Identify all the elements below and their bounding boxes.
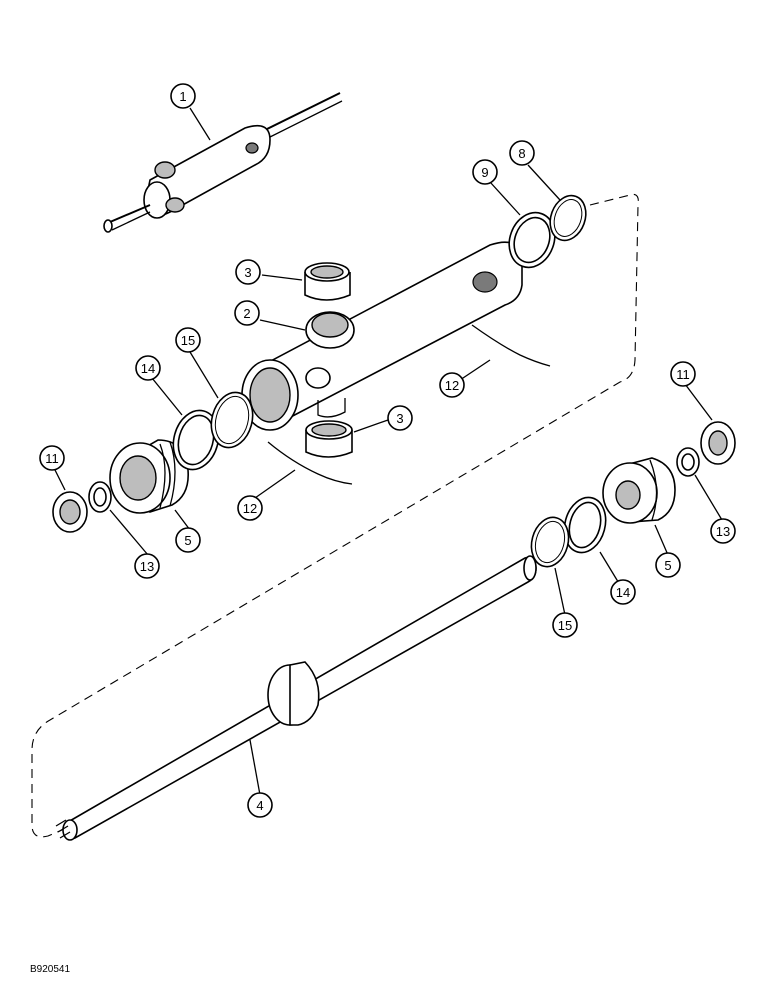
svg-text:3: 3 xyxy=(244,265,251,280)
part-5-gland-right xyxy=(602,457,676,524)
callout-13-left: 13 xyxy=(134,553,160,579)
part-15-o-ring-right xyxy=(530,516,570,568)
svg-text:11: 11 xyxy=(676,367,690,382)
part-2-cylinder-barrel xyxy=(241,241,523,431)
callout-1: 1 xyxy=(170,83,196,109)
svg-text:12: 12 xyxy=(445,378,459,393)
part-14-backup-ring-right xyxy=(563,496,607,554)
part-13-wiper-right xyxy=(676,447,700,477)
callout-3-lower: 3 xyxy=(387,405,413,431)
part-14-backup-ring-left xyxy=(172,409,220,471)
callout-12-right: 12 xyxy=(439,372,465,398)
part-11-seal-left xyxy=(52,491,88,533)
svg-text:11: 11 xyxy=(45,451,59,466)
svg-text:9: 9 xyxy=(481,165,488,180)
part-8-o-ring xyxy=(549,194,587,242)
callout-14-right: 14 xyxy=(610,579,636,605)
part-9-backup-ring xyxy=(508,211,556,269)
callout-11-right: 11 xyxy=(670,361,696,387)
part-3-bushing-upper xyxy=(304,262,351,301)
svg-text:15: 15 xyxy=(558,618,572,633)
svg-text:3: 3 xyxy=(396,411,403,426)
svg-text:5: 5 xyxy=(664,558,671,573)
leader-lines xyxy=(54,107,723,796)
callout-15-left: 15 xyxy=(175,327,201,353)
svg-text:4: 4 xyxy=(256,798,263,813)
part-12-retaining-wire-left xyxy=(267,441,353,485)
part-13-wiper-left xyxy=(88,481,112,513)
callout-2: 2 xyxy=(234,300,260,326)
callout-14-left: 14 xyxy=(135,355,161,381)
callout-13-right: 13 xyxy=(710,518,736,544)
figure-reference-code: B920541 xyxy=(30,964,70,975)
callout-15-right: 15 xyxy=(552,612,578,638)
callout-8: 8 xyxy=(509,140,535,166)
part-5-gland-left xyxy=(109,439,189,514)
callout-5-left: 5 xyxy=(175,527,201,553)
part-11-seal-right xyxy=(700,421,736,465)
svg-text:12: 12 xyxy=(243,501,257,516)
assembly-dashed-line xyxy=(31,193,639,838)
part-12-retaining-wire-right xyxy=(471,324,551,367)
svg-text:8: 8 xyxy=(518,146,525,161)
callout-3-upper: 3 xyxy=(235,259,261,285)
svg-text:2: 2 xyxy=(243,306,250,321)
callout-9: 9 xyxy=(472,159,498,185)
svg-text:14: 14 xyxy=(616,585,630,600)
part-3-bushing-lower xyxy=(305,420,353,458)
svg-text:5: 5 xyxy=(184,533,191,548)
part-1-cylinder-assembly xyxy=(103,92,343,233)
svg-text:13: 13 xyxy=(140,559,154,574)
callout-12-left: 12 xyxy=(237,495,263,521)
svg-text:13: 13 xyxy=(716,524,730,539)
svg-text:14: 14 xyxy=(141,361,155,376)
callout-5-right: 5 xyxy=(655,552,681,578)
part-15-o-ring-left xyxy=(210,391,254,449)
part-4-piston-rod xyxy=(55,555,537,841)
svg-text:15: 15 xyxy=(181,333,195,348)
callout-11-left: 11 xyxy=(39,445,65,471)
callout-4: 4 xyxy=(247,792,273,818)
svg-text:1: 1 xyxy=(179,89,186,104)
